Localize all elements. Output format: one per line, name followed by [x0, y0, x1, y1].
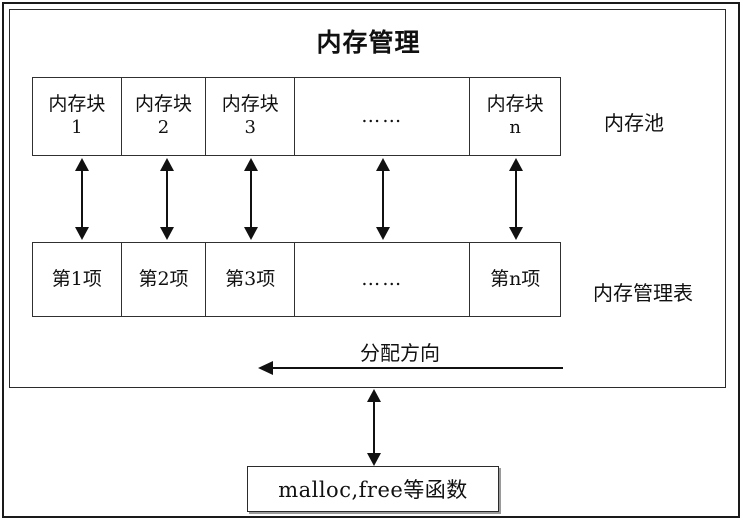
management-table-label: 内存管理表 [593, 281, 693, 305]
arrow-shaft [373, 396, 376, 459]
arrow-shaft [515, 165, 518, 233]
arrow-shaft [81, 165, 84, 233]
functions-box[interactable]: malloc,free等函数 [247, 466, 499, 512]
memory-block-cell-3[interactable]: 内存块 3 [206, 78, 296, 155]
table-entry-cell-1-label: 第1项 [51, 267, 102, 290]
table-entry-cell-ellipsis: …… [295, 243, 471, 316]
allocation-direction-label: 分配方向 [360, 341, 440, 365]
table-entry-cell-2[interactable]: 第2项 [122, 243, 207, 316]
memory-block-cell-n[interactable]: 内存块 n [470, 78, 560, 155]
table-entry-cell-n-label: 第n项 [490, 267, 541, 290]
allocation-direction-arrow [258, 360, 563, 376]
arrow-shaft [250, 165, 253, 233]
memory-block-cell-n-index: n [509, 117, 521, 139]
memory-block-cell-1-index: 1 [71, 117, 83, 139]
arrow-up-head-icon [244, 158, 258, 171]
memory-block-cell-ellipsis: …… [295, 78, 471, 155]
outer-frame [2, 2, 740, 518]
arrow-shaft [382, 165, 385, 233]
functions-box-label: malloc,free等函数 [278, 478, 468, 502]
management-table-row: 第1项 第2项 第3项 …… 第n项 [32, 242, 561, 317]
table-entry-cell-n[interactable]: 第n项 [470, 243, 560, 316]
link-arrow-1 [74, 158, 90, 240]
link-arrow-3 [243, 158, 259, 240]
memory-block-cell-2-label: 内存块 [135, 93, 193, 116]
memory-block-cell-3-index: 3 [244, 117, 256, 139]
memory-block-cell-1-label: 内存块 [48, 93, 106, 116]
memory-pool-label: 内存池 [604, 111, 664, 135]
arrow-down-head-icon [367, 453, 381, 466]
functions-link-arrow [366, 389, 382, 466]
link-arrow-5 [508, 158, 524, 240]
arrow-down-head-icon [75, 227, 89, 240]
memory-pool-row: 内存块 1 内存块 2 内存块 3 …… 内存块 n [32, 77, 561, 156]
arrow-left-head-icon [258, 361, 273, 375]
memory-block-cell-3-label: 内存块 [221, 93, 279, 116]
arrow-down-head-icon [160, 227, 174, 240]
table-entry-cell-1[interactable]: 第1项 [33, 243, 122, 316]
link-arrow-2 [159, 158, 175, 240]
arrow-up-head-icon [376, 158, 390, 171]
table-entry-cell-3-label: 第3项 [225, 267, 276, 290]
arrow-shaft [271, 367, 563, 370]
arrow-down-head-icon [509, 227, 523, 240]
arrow-shaft [166, 165, 169, 233]
arrow-up-head-icon [509, 158, 523, 171]
page-title: 内存管理 [316, 28, 421, 57]
table-entry-cell-2-label: 第2项 [138, 267, 189, 290]
memory-management-container: 内存管理 内存块 1 内存块 2 内存块 3 …… 内存块 n 内存池 [9, 9, 726, 388]
memory-block-cell-1[interactable]: 内存块 1 [33, 78, 122, 155]
arrow-down-head-icon [376, 227, 390, 240]
table-entry-cell-3[interactable]: 第3项 [206, 243, 296, 316]
ellipsis-icon: …… [361, 104, 404, 127]
arrow-up-head-icon [367, 389, 381, 402]
arrow-up-head-icon [160, 158, 174, 171]
ellipsis-icon: …… [361, 267, 404, 290]
memory-block-cell-2-index: 2 [157, 117, 170, 139]
memory-block-cell-n-label: 内存块 [486, 93, 544, 116]
arrow-down-head-icon [244, 227, 258, 240]
link-arrow-4 [375, 158, 391, 240]
arrow-up-head-icon [75, 158, 89, 171]
memory-block-cell-2[interactable]: 内存块 2 [122, 78, 207, 155]
